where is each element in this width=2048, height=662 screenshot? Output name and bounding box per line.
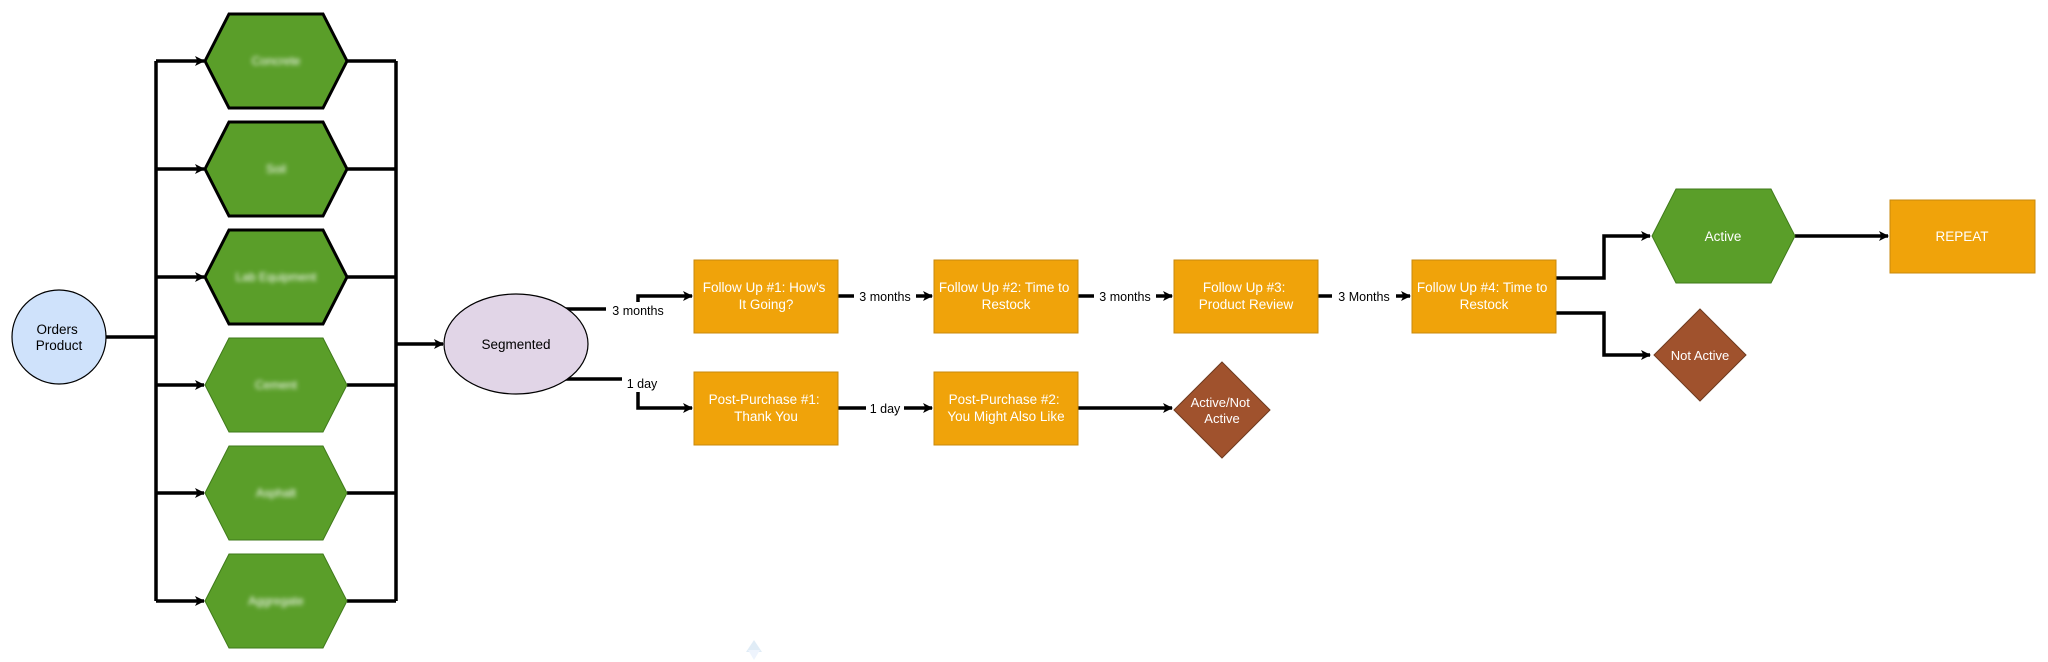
edge-label-pp1-pp2: 1 day xyxy=(870,402,901,416)
edge-fu4-to-active xyxy=(1555,231,1651,280)
edge-segmented-to-pp1 xyxy=(563,377,693,413)
node-hexagon-3: Lab Equipment xyxy=(203,228,349,326)
node-hexagon-3-label: Lab Equipment xyxy=(236,270,317,284)
node-repeat-label: REPEAT xyxy=(1935,229,1988,244)
connectors xyxy=(106,56,1889,606)
node-follow-up-3: Follow Up #3: Product Review xyxy=(1173,259,1319,334)
edge-label-fu1-fu2: 3 months xyxy=(859,290,910,304)
node-follow-up-4: Follow Up #4: Time to Restock xyxy=(1411,259,1557,334)
node-not-active: Not Active xyxy=(1653,308,1747,402)
node-post-purchase-1: Post-Purchase #1: Thank You xyxy=(693,371,839,446)
node-hexagon-6-label: Aggregate xyxy=(248,594,304,608)
node-hexagon-2-label: Soil xyxy=(266,162,286,176)
node-hexagon-4: Cement xyxy=(204,337,348,433)
edge-label-group: 3 months 3 months 3 months 3 Months 1 da… xyxy=(606,289,1396,417)
edge-fu4-to-notactive xyxy=(1555,311,1651,360)
node-not-active-label: Not Active xyxy=(1671,348,1730,363)
node-follow-up-1-label: Follow Up #1: How's It Going? xyxy=(703,280,829,312)
node-segmented: Segmented xyxy=(443,293,589,395)
node-active-not-active-label: Active/Not Active xyxy=(1191,395,1254,426)
edge-label-fu3-fu4: 3 Months xyxy=(1338,290,1389,304)
node-segmented-label: Segmented xyxy=(481,337,550,352)
node-follow-up-2: Follow Up #2: Time to Restock xyxy=(933,259,1079,334)
node-hexagon-5-label: Asphalt xyxy=(256,486,297,500)
node-follow-up-1: Follow Up #1: How's It Going? xyxy=(693,259,839,334)
hexagon-shape xyxy=(203,120,349,218)
node-follow-up-4-label: Follow Up #4: Time to Restock xyxy=(1417,280,1551,312)
node-hexagon-5: Asphalt xyxy=(204,445,348,541)
node-active-not-active-decision: Active/Not Active xyxy=(1173,361,1271,459)
watermark-icon xyxy=(746,640,762,660)
node-post-purchase-1-label: Post-Purchase #1: Thank You xyxy=(709,392,824,424)
hexagon-shape xyxy=(204,445,348,541)
hexagon-shape xyxy=(204,337,348,433)
edge-label-seg-fu1: 3 months xyxy=(612,304,663,318)
edge-label-seg-pp1: 1 day xyxy=(627,377,658,391)
node-post-purchase-2: Post-Purchase #2: You Might Also Like xyxy=(933,371,1079,446)
node-hexagon-1-label: Concrete xyxy=(252,54,301,68)
node-hexagon-2: Soil xyxy=(203,120,349,218)
node-orders-product-label: Orders Product xyxy=(36,322,83,353)
node-hexagon-4-label: Cement xyxy=(255,378,298,392)
hexagon-shape xyxy=(203,12,349,110)
node-hexagon-6: Aggregate xyxy=(204,553,348,649)
hexagon-shape xyxy=(203,228,349,326)
hexagon-shape xyxy=(204,553,348,649)
node-orders-product: Orders Product xyxy=(11,289,107,385)
node-follow-up-2-label: Follow Up #2: Time to Restock xyxy=(939,280,1073,312)
node-post-purchase-2-label: Post-Purchase #2: You Might Also Like xyxy=(947,392,1064,424)
node-active-label: Active xyxy=(1705,229,1742,244)
edge-label-fu2-fu3: 3 months xyxy=(1099,290,1150,304)
node-follow-up-3-label: Follow Up #3: Product Review xyxy=(1199,280,1294,312)
node-hexagon-1: Concrete xyxy=(203,12,349,110)
node-repeat: REPEAT xyxy=(1889,199,2036,274)
node-active: Active xyxy=(1651,188,1796,284)
